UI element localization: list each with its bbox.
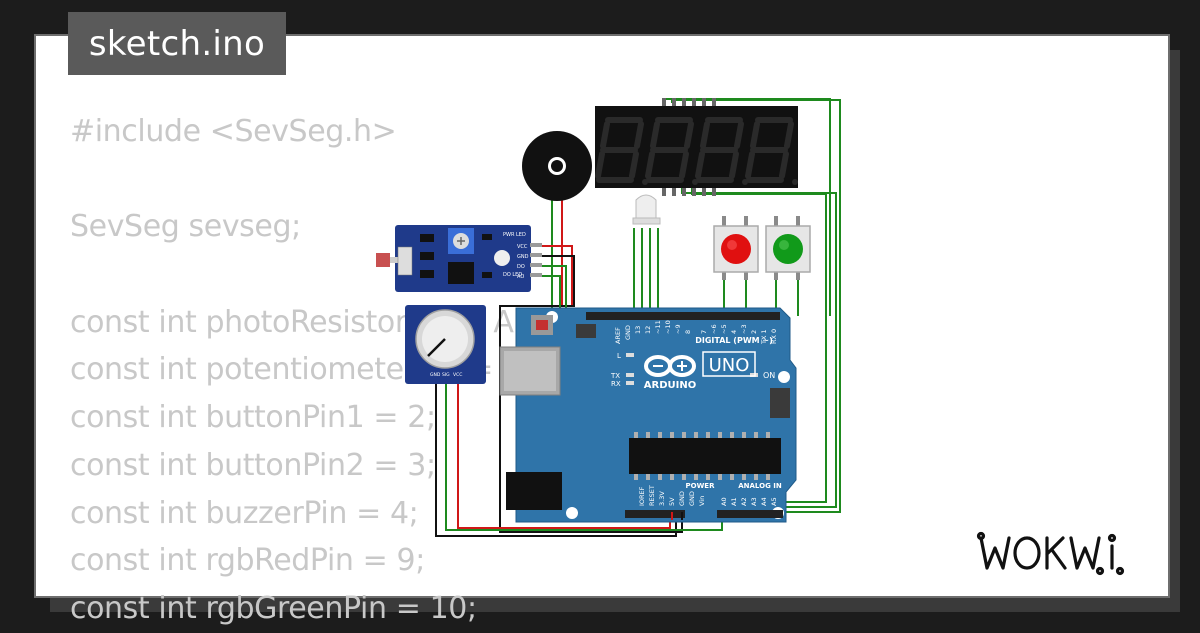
analog-header bbox=[717, 510, 783, 518]
file-tab[interactable]: sketch.ino bbox=[68, 12, 286, 75]
tx-led-label: TX bbox=[610, 372, 620, 380]
pin-label: ~9 bbox=[674, 324, 682, 334]
power-header-label: POWER bbox=[686, 482, 716, 490]
pin-label: ~5 bbox=[720, 324, 728, 334]
display-dots bbox=[642, 179, 798, 185]
board-model: UNO bbox=[709, 355, 750, 376]
pin-label: 13 bbox=[634, 326, 642, 334]
pin-label: AREF bbox=[614, 327, 622, 344]
code-line: const int buzzerPin = 4; bbox=[70, 495, 419, 531]
reset-button[interactable] bbox=[536, 320, 548, 330]
pin-label: Vin bbox=[698, 496, 706, 506]
pin-label: TX 1 bbox=[760, 329, 768, 345]
pin-label: A5 bbox=[770, 497, 778, 506]
arduino-logo-icon bbox=[644, 355, 696, 377]
module-pin-label: VCC bbox=[517, 244, 528, 250]
photoresistor-module[interactable]: PWR LED DO LED VCC GND DO AO bbox=[376, 225, 542, 292]
power-jack bbox=[506, 472, 562, 510]
module-led-label: DO LED bbox=[503, 272, 522, 278]
pin-label: A2 bbox=[740, 497, 748, 506]
pin-label: GND bbox=[624, 325, 632, 340]
module-pin-label: GND bbox=[430, 372, 441, 378]
seven-segment-display[interactable] bbox=[595, 98, 798, 196]
pin-label: ~3 bbox=[740, 324, 748, 334]
potentiometer-module[interactable]: GND SIG VCC bbox=[405, 305, 486, 384]
pin-label: ~6 bbox=[710, 324, 718, 334]
photoresistor bbox=[376, 253, 390, 267]
power-header bbox=[625, 510, 685, 518]
module-pin-label: DO bbox=[517, 264, 525, 270]
code-line: const int buttonPin2 = 3; bbox=[70, 447, 436, 483]
atmega-chip bbox=[629, 438, 781, 474]
push-button-red[interactable] bbox=[713, 216, 759, 280]
pin-label: 2 bbox=[750, 330, 758, 334]
wokwi-logo-icon bbox=[976, 531, 1125, 576]
potentiometer-knob[interactable] bbox=[427, 338, 446, 357]
push-button-green[interactable] bbox=[765, 216, 811, 280]
module-pin-label: VCC bbox=[453, 372, 462, 378]
display-pins bbox=[662, 98, 716, 196]
display-digits bbox=[595, 117, 794, 183]
code-line: const int rgbGreenPin = 10; bbox=[70, 590, 477, 626]
analog-pin-labels: A0 A1 A2 A3 A4 A5 bbox=[720, 497, 778, 506]
wokwi-logo: WOKWI bbox=[975, 528, 1150, 582]
board-brand: ARDUINO bbox=[644, 380, 696, 391]
wire-photo-vcc bbox=[540, 245, 573, 306]
pin-label: RESET bbox=[648, 485, 656, 506]
pin-label: RX 0 bbox=[770, 329, 778, 344]
module-pin-label: SIG bbox=[442, 372, 450, 378]
module-pin-label: AO bbox=[517, 274, 524, 280]
analog-header-label: ANALOG IN bbox=[738, 482, 782, 490]
pin-label: A3 bbox=[750, 497, 758, 506]
code-line: const int buttonPin1 = 2; bbox=[70, 400, 436, 436]
wire-pot-gnd bbox=[435, 384, 677, 537]
on-led-label: ON bbox=[763, 371, 775, 380]
digital-header bbox=[586, 312, 780, 320]
l-led-label: L bbox=[617, 352, 621, 360]
code-view: #include <SevSeg.h> SevSeg sevseg; const… bbox=[70, 108, 551, 633]
pin-label: 3.3V bbox=[658, 491, 666, 506]
rx-led-label: RX bbox=[611, 380, 621, 388]
code-line: SevSeg sevseg; bbox=[70, 209, 301, 245]
pin-label: ~11 bbox=[654, 320, 662, 334]
power-pin-labels: IOREF RESET 3.3V 5V GND GND Vin bbox=[638, 485, 706, 506]
code-line: #include <SevSeg.h> bbox=[70, 114, 397, 149]
rgb-led[interactable] bbox=[632, 194, 661, 225]
digital-header-label: DIGITAL (PWM ~) bbox=[695, 336, 773, 345]
arduino-uno-board[interactable]: UNO ARDUINO DIGITAL (PWM ~) POWER ANALOG… bbox=[499, 307, 797, 523]
pin-label: A0 bbox=[720, 497, 728, 506]
wire-photo-gnd bbox=[499, 255, 683, 533]
pin-label: 5V bbox=[668, 497, 676, 506]
pin-label: 12 bbox=[644, 326, 652, 334]
module-led-label: PWR LED bbox=[503, 232, 526, 238]
code-line: const int rgbRedPin = 9; bbox=[70, 543, 425, 579]
module-pin-label: GND bbox=[517, 254, 529, 260]
pin-label: 7 bbox=[700, 330, 708, 334]
pin-label: IOREF bbox=[638, 486, 646, 506]
buzzer[interactable] bbox=[522, 131, 592, 201]
pin-label: A4 bbox=[760, 497, 768, 506]
pin-label: A1 bbox=[730, 497, 738, 506]
pin-label: GND bbox=[678, 491, 686, 506]
pin-label: ~10 bbox=[664, 320, 672, 334]
digital-pin-labels: AREF GND 13 12 ~11 ~10 ~9 8 7 ~6 ~5 4 ~3… bbox=[614, 320, 778, 345]
pin-label: 4 bbox=[730, 330, 738, 334]
pin-label: GND bbox=[688, 491, 696, 506]
pin-label: 8 bbox=[684, 330, 692, 334]
